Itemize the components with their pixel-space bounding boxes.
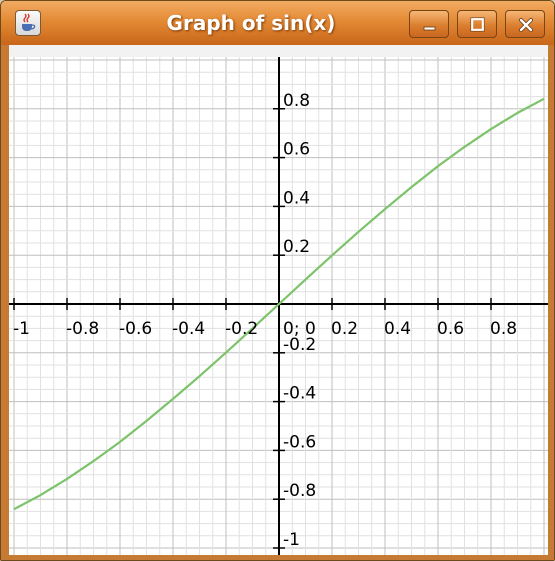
x-tick-label: 0.2 — [331, 319, 358, 339]
frame-left-edge — [1, 45, 9, 560]
title-bar[interactable]: Graph of sin(x) — [1, 1, 554, 46]
minimize-icon — [423, 26, 436, 31]
x-tick-label: -1 — [13, 319, 30, 339]
x-tick-label: 0.6 — [437, 319, 464, 339]
y-tick-label: 0.4 — [283, 188, 310, 208]
frame-top-edge — [1, 45, 554, 57]
y-tick-label: -0.6 — [283, 432, 316, 452]
x-tick-label: -0.2 — [225, 319, 258, 339]
x-tick-label: -0.4 — [172, 319, 205, 339]
x-tick-label: -0.6 — [119, 319, 152, 339]
sin-graph-plot[interactable]: -1 -0.8 -0.6 -0.4 -0.2 0.2 0.4 0.6 0.8 0.8 0.6 0.4 0… — [9, 57, 548, 555]
y-tick-label: -0.4 — [283, 384, 316, 404]
x-tick-label: 0.4 — [384, 319, 411, 339]
y-tick-label: -0.8 — [283, 481, 316, 501]
close-icon — [519, 18, 533, 32]
maximize-icon — [470, 17, 485, 32]
window-title: Graph of sin(x) — [166, 11, 336, 35]
plot-curve-group — [13, 97, 545, 511]
close-button[interactable] — [505, 10, 545, 38]
y-tick-label: -1 — [283, 530, 300, 550]
sin-curve-line — [13, 97, 545, 511]
frame-bottom-edge — [1, 555, 554, 560]
y-tick-label: 0.2 — [283, 237, 310, 257]
axis-ticks — [13, 108, 492, 549]
graph-canvas[interactable]: -1 -0.8 -0.6 -0.4 -0.2 0.2 0.4 0.6 0.8 0.8 0.6 0.4 0… — [9, 57, 548, 555]
x-tick-label: 0.8 — [490, 319, 517, 339]
java-coffee-icon[interactable] — [15, 10, 41, 36]
axis-labels: -1 -0.8 -0.6 -0.4 -0.2 0.2 0.4 0.6 0.8 0.8 0.6 0.4 0… — [13, 91, 517, 550]
origin-label: 0; 0 — [283, 319, 316, 339]
minimize-button[interactable] — [409, 10, 449, 38]
y-tick-label: -0.2 — [283, 335, 316, 355]
maximize-button[interactable] — [457, 10, 497, 38]
x-tick-label: -0.8 — [66, 319, 99, 339]
y-tick-label: 0.8 — [283, 91, 310, 111]
frame-right-edge — [548, 45, 554, 560]
y-tick-label: 0.6 — [283, 140, 310, 160]
